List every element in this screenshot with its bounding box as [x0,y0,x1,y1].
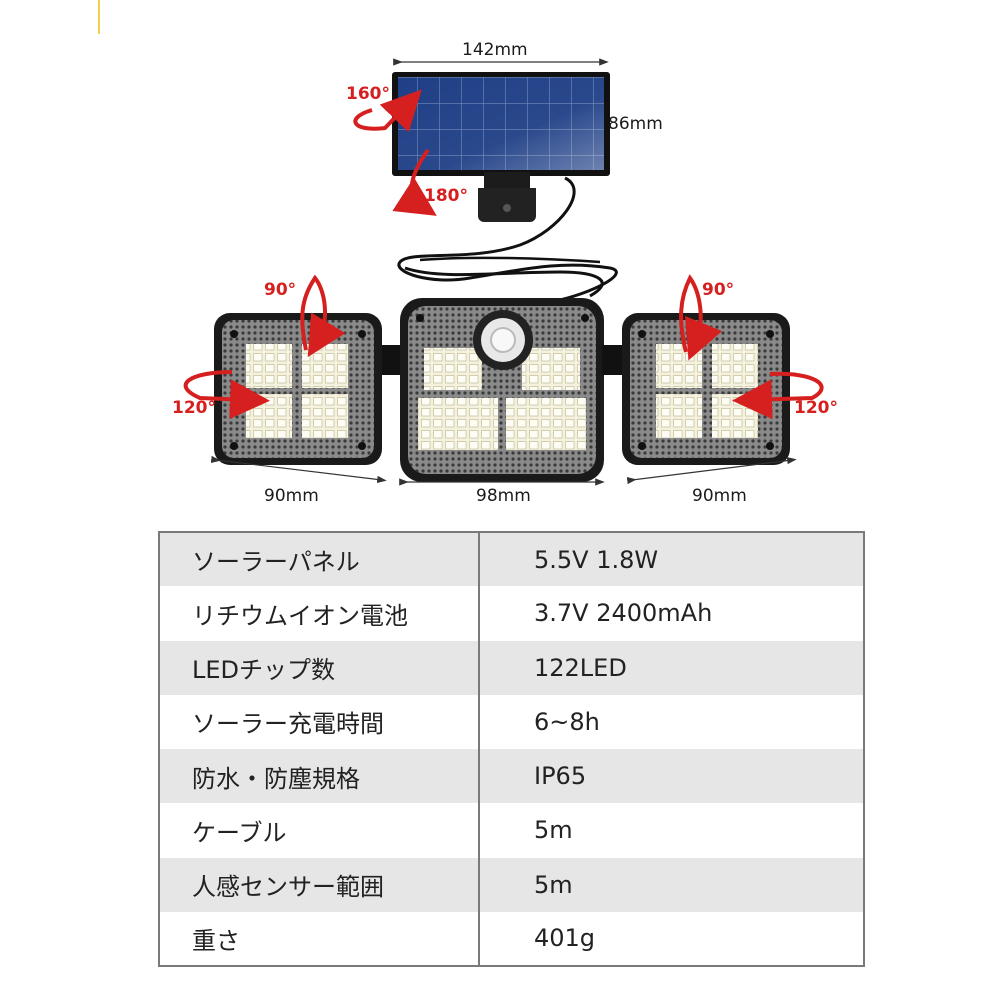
spec-label: ケーブル [159,803,480,858]
spec-label: ソーラーパネル [159,532,480,587]
spec-label: LEDチップ数 [159,640,480,695]
panel-tilt-angle: 180° [424,186,468,206]
spec-value: IP65 [479,749,864,804]
spec-label: ソーラー充電時間 [159,694,480,749]
spec-value: 122LED [479,640,864,695]
solar-panel [392,72,610,222]
spec-value: 6~8h [534,707,600,736]
spec-label: 重さ [159,911,480,966]
right-tilt-angle: 90° [702,280,735,300]
left-swivel-angle: 120° [172,398,216,418]
right-swivel-angle: 120° [794,398,838,418]
spec-label: 人感センサー範囲 [159,857,480,912]
panel-rotation-angle: 160° [346,84,390,104]
table-row: LEDチップ数 122LED [159,640,864,695]
spec-value: 5m [534,816,573,845]
left-light-head [214,313,402,465]
spec-value: 3.7V 2400mAh [534,599,713,628]
spec-label: リチウムイオン電池 [159,586,480,641]
spec-value: 5m [479,857,864,912]
center-light-width-label: 98mm [476,486,531,506]
center-light-head [400,298,604,482]
panel-height-label: 86mm [608,114,663,134]
product-illustration [183,58,824,486]
left-tilt-angle: 90° [264,280,297,300]
table-row: ケーブル 5m [159,803,864,858]
table-row: ソーラー充電時間 6~8h [159,694,864,749]
accent-line [98,0,100,34]
spec-value: 5.5V 1.8W [479,532,864,587]
right-light-head [602,313,790,465]
table-row: 人感センサー範囲 5m [159,857,864,912]
right-light-width-label: 90mm [692,486,747,506]
table-row: 重さ 401g [159,911,864,966]
spec-label: 防水・防塵規格 [159,749,480,804]
spec-table: ソーラーパネル 5.5V 1.8W リチウムイオン電池 3.7V 2400mAh… [158,531,865,967]
table-row: リチウムイオン電池 3.7V 2400mAh [159,586,864,641]
table-row: 防水・防塵規格 IP65 [159,749,864,804]
left-light-width-label: 90mm [264,486,319,506]
spec-value: 401g [534,924,596,953]
panel-width-label: 142mm [462,40,528,60]
table-row: ソーラーパネル 5.5V 1.8W [159,532,864,587]
